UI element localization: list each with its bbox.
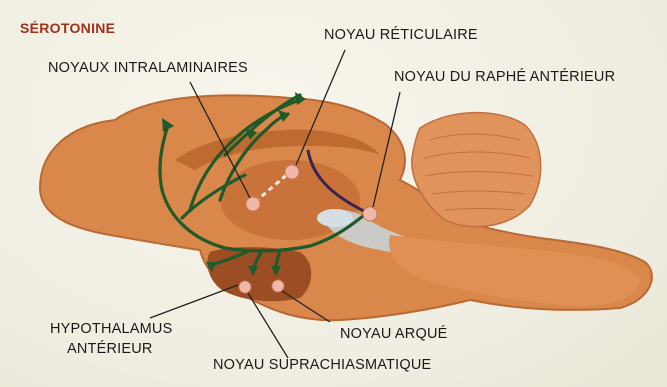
label-hypothalamus-line2: ANTÉRIEUR bbox=[67, 341, 153, 357]
noyau-arque-dot bbox=[272, 280, 284, 292]
label-noyau-raphe-anterieur: NOYAU DU RAPHÉ ANTÉRIEUR bbox=[394, 69, 615, 85]
noyaux-intralaminaires-dot bbox=[246, 197, 260, 211]
noyau-raphe-anterieur-dot bbox=[363, 207, 377, 221]
label-noyau-suprachiasmatique: NOYAU SUPRACHIASMATIQUE bbox=[213, 357, 431, 373]
hypothalamus-anterieur-dot bbox=[239, 281, 251, 293]
label-noyaux-intralaminaires: NOYAUX INTRALAMINAIRES bbox=[48, 60, 248, 76]
noyau-reticulaire-dot bbox=[285, 165, 299, 179]
label-noyau-arque: NOYAU ARQUÉ bbox=[340, 326, 447, 342]
label-noyau-reticulaire: NOYAU RÉTICULAIRE bbox=[324, 27, 478, 43]
label-hypothalamus-line1: HYPOTHALAMUS bbox=[50, 321, 172, 337]
diagram-title: SÉROTONINE bbox=[20, 20, 115, 36]
ventricle-upper bbox=[317, 209, 353, 227]
